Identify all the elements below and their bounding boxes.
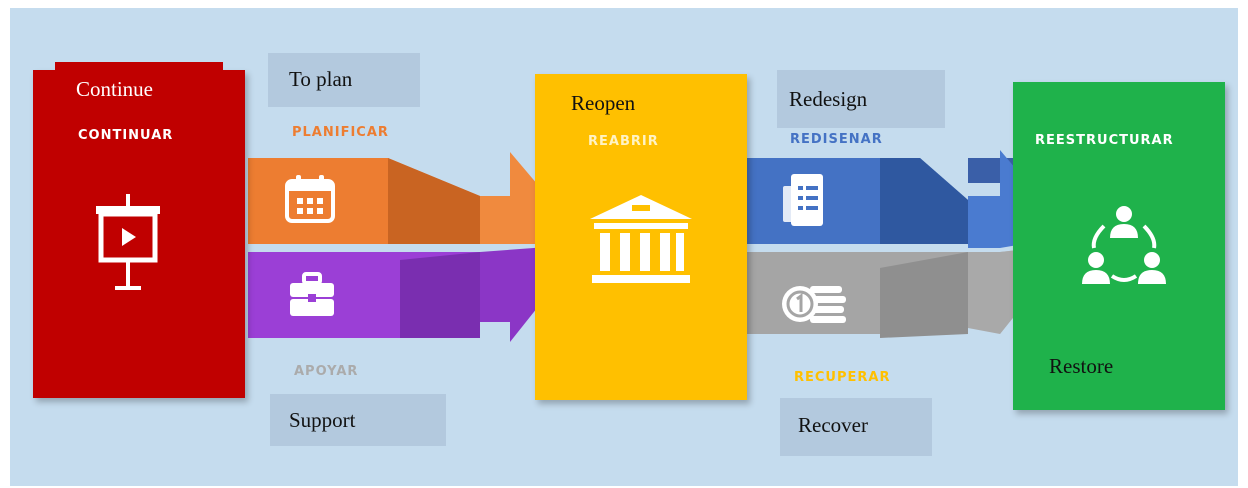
reopen-text: Reopen	[571, 91, 636, 115]
reestructurar-label: REESTRUCTURAR	[1035, 133, 1174, 148]
continuar-panel	[33, 70, 245, 398]
planificar-label: PLANIFICAR	[292, 125, 389, 140]
bank-building-icon	[590, 195, 692, 283]
document-icon	[783, 174, 823, 226]
support-box	[270, 394, 446, 446]
blue-arrow-fold	[880, 158, 968, 244]
recuperar-label: RECUPERAR	[794, 370, 891, 385]
coins-icon	[782, 286, 846, 323]
calendar-icon	[285, 175, 335, 223]
team-network-icon	[1082, 206, 1166, 284]
redesign-box	[777, 70, 945, 128]
reabrir-label: REABRIR	[588, 134, 659, 149]
redesign-text: Redesign	[789, 87, 868, 111]
diagram-canvas: CONTINUAR PLANIFICAR APOYAR REABRIR REDI…	[10, 8, 1238, 486]
reestructurar-panel	[1013, 82, 1225, 410]
apoyar-label: APOYAR	[294, 364, 359, 379]
presentation-board-icon	[96, 194, 160, 290]
orange-arrow-fold	[388, 158, 480, 244]
recover-text: Recover	[798, 413, 868, 437]
continuar-label: CONTINUAR	[78, 128, 174, 143]
continue-box	[55, 62, 223, 108]
continue-text: Continue	[76, 77, 153, 101]
purple-arrow-fold	[400, 252, 480, 338]
support-text: Support	[289, 408, 356, 432]
restore-text: Restore	[1049, 354, 1114, 378]
recover-box	[780, 398, 932, 456]
briefcase-icon	[290, 272, 334, 316]
redisenar-label: REDISENAR	[790, 132, 883, 147]
to-plan-text: To plan	[289, 67, 353, 91]
to-plan-box	[268, 53, 420, 107]
gray-arrow-fold	[880, 252, 968, 338]
